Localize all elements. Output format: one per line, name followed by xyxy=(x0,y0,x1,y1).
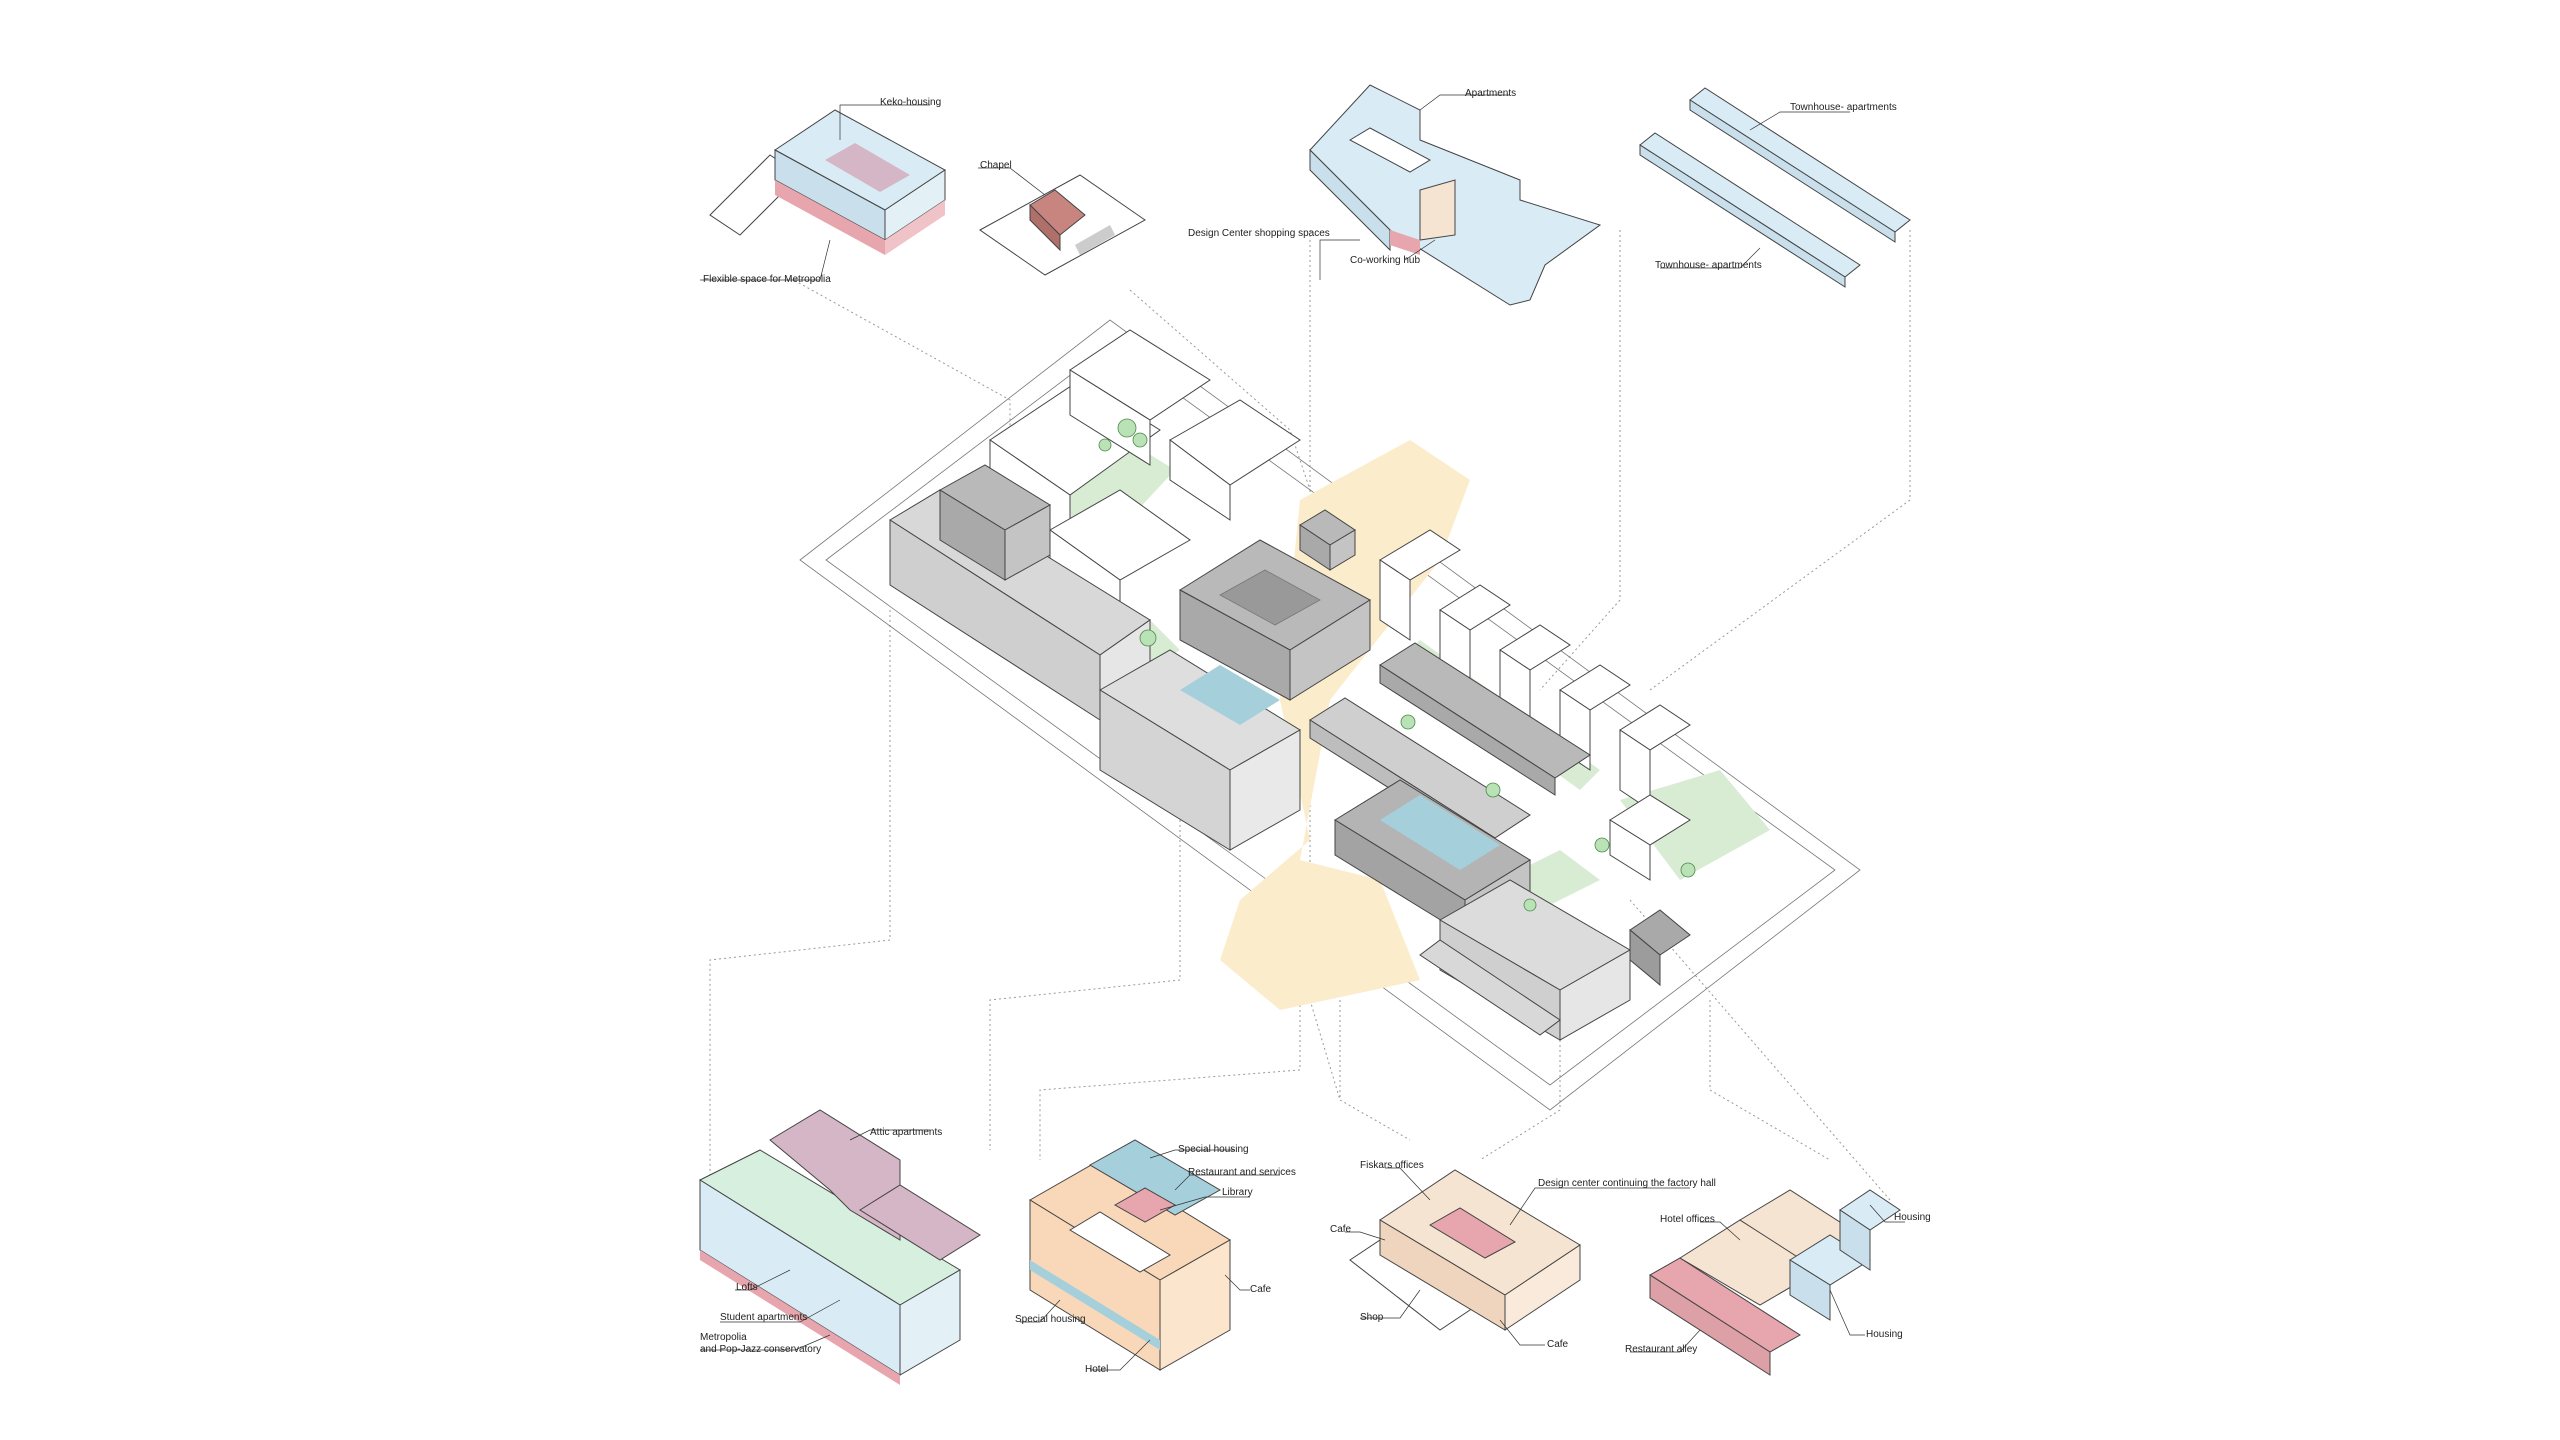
label-fiskars-offices: Fiskars offices xyxy=(1360,1160,1424,1171)
tree-icon xyxy=(1523,898,1537,912)
label-metropolia-line2: and Pop-Jazz conservatory xyxy=(700,1344,821,1355)
connector-hotel-offices xyxy=(1629,899,1891,1201)
connector-attic xyxy=(709,610,891,1180)
label-cafe-hotel: Cafe xyxy=(1250,1284,1272,1295)
label-design-center-factory: Design center continuing the factory hal… xyxy=(1538,1178,1716,1189)
connector-townhouse-b xyxy=(1649,230,1911,691)
central-site-plan xyxy=(799,319,1861,1111)
vignette-hotel-offices: Hotel offices Housing Housing Restaurant… xyxy=(1625,1189,1931,1376)
connector-townhouse-a xyxy=(1539,230,1621,691)
label-townhouse-top: Townhouse- apartments xyxy=(1790,102,1897,113)
label-restaurant-services: Restaurant and services xyxy=(1188,1167,1296,1178)
label-metropolia-line1: Metropolia xyxy=(700,1332,747,1343)
keko-courtyard xyxy=(825,143,910,192)
label-attic-apartments: Attic apartments xyxy=(870,1127,942,1138)
vignette-keko-housing: Keko-housing Flexible space for Metropol… xyxy=(700,97,946,285)
glass-roof-factory xyxy=(1380,795,1500,870)
label-design-center-shopping: Design Center shopping spaces xyxy=(1188,228,1330,239)
label-hotel: Hotel xyxy=(1085,1364,1108,1375)
vignette-attic-lofts: Attic apartments Lofts Student apartment… xyxy=(698,1109,981,1385)
keko-flexible-base xyxy=(775,180,885,255)
label-hotel-offices: Hotel offices xyxy=(1660,1214,1715,1225)
tree-icon xyxy=(1485,782,1501,798)
dark-grey-block-north xyxy=(939,464,1051,581)
label-lofts: Lofts xyxy=(736,1282,758,1293)
tree-icon xyxy=(1139,629,1157,647)
vignette-chapel: Chapel xyxy=(978,160,1146,276)
vignette-hotel: Special housing Restaurant and services … xyxy=(1015,1139,1296,1375)
chapel-block xyxy=(1299,509,1356,571)
tree-icon xyxy=(1400,714,1416,730)
label-special-housing-side: Special housing xyxy=(1015,1314,1086,1325)
coworking-hub-volume xyxy=(1419,179,1456,241)
label-chapel: Chapel xyxy=(980,160,1012,171)
tree-icon xyxy=(1680,862,1696,878)
label-housing-right: Housing xyxy=(1894,1212,1931,1223)
tree-icon xyxy=(1594,837,1610,853)
vignette-townhouses: Townhouse- apartments Townhouse- apartme… xyxy=(1639,87,1911,288)
label-housing-bottom: Housing xyxy=(1866,1329,1903,1340)
vignette-apartments: Apartments Design Center shopping spaces… xyxy=(1188,84,1602,306)
dark-grey-block-center xyxy=(1179,539,1371,701)
label-shop: Shop xyxy=(1360,1312,1384,1323)
label-flexible-space: Flexible space for Metropolia xyxy=(703,274,831,285)
label-coworking-hub: Co-working hub xyxy=(1350,255,1420,266)
label-keko-housing: Keko-housing xyxy=(880,97,941,108)
label-library: Library xyxy=(1222,1187,1253,1198)
connector-housing xyxy=(1709,1000,1831,1161)
green-court-east xyxy=(1620,770,1770,880)
label-apartments: Apartments xyxy=(1465,88,1516,99)
connector-hotel-a xyxy=(989,780,1181,1150)
connector-design xyxy=(1479,950,1561,1161)
tree-icon xyxy=(1132,432,1148,448)
vignette-fiskars: Fiskars offices Design center continuing… xyxy=(1330,1160,1716,1350)
connector-keko xyxy=(789,277,1011,440)
connector-fiskars xyxy=(1339,980,1411,1141)
tree-icon xyxy=(1098,438,1112,452)
trees xyxy=(1098,418,1696,912)
label-cafe-bottom: Cafe xyxy=(1547,1339,1569,1350)
label-student-apartments: Student apartments xyxy=(720,1312,807,1323)
grey-cluster-south xyxy=(1419,794,1691,1041)
label-townhouse-bottom: Townhouse- apartments xyxy=(1655,260,1762,271)
tree-icon xyxy=(1117,418,1137,438)
label-special-housing-top: Special housing xyxy=(1178,1144,1249,1155)
label-restaurant-alley: Restaurant alley xyxy=(1625,1344,1697,1355)
glass-roof-west xyxy=(1180,665,1280,725)
label-cafe-left: Cafe xyxy=(1330,1224,1352,1235)
